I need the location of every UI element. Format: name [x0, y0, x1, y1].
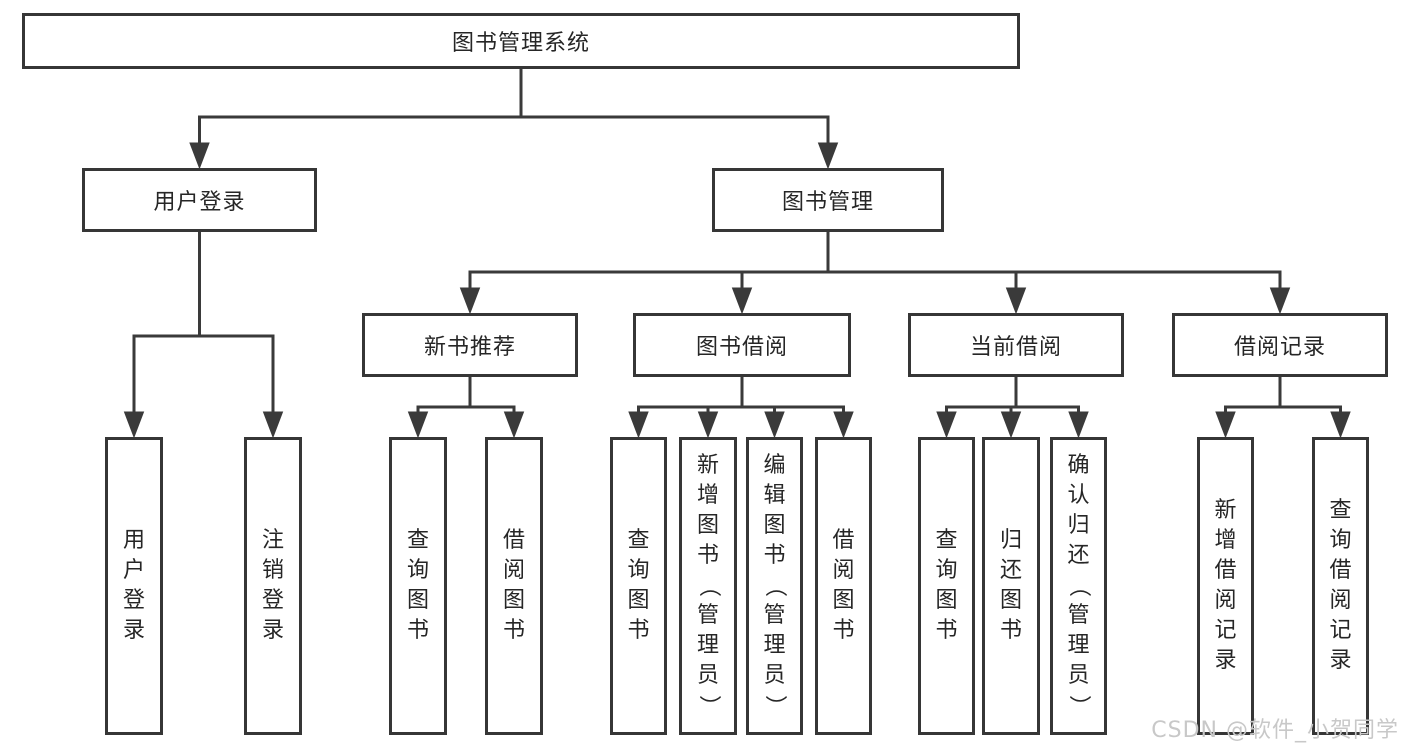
node-leaf-confirm-return: 确认归还（管理员）: [1050, 437, 1107, 735]
node-leaf-borrow-book: 借阅图书: [815, 437, 872, 735]
node-label: 借阅记录: [1233, 335, 1326, 360]
node-label: 编辑图书（管理员）: [762, 453, 788, 718]
node-leaf-return-book: 归还图书: [982, 437, 1040, 735]
node-leaf-query-book-new: 查询图书: [389, 437, 447, 735]
node-new-book-rec: 新书推荐: [362, 313, 578, 377]
node-book-borrow: 图书借阅: [633, 313, 851, 377]
node-label: 借阅图书: [832, 528, 855, 643]
node-label: 注销登录: [261, 528, 284, 643]
node-leaf-add-book-admin: 新增图书（管理员）: [679, 437, 737, 735]
node-label: 归还图书: [999, 528, 1022, 643]
node-book-mgmt: 图书管理: [712, 168, 944, 232]
node-label: 当前借阅: [969, 335, 1062, 360]
node-label: 查询图书: [627, 528, 650, 643]
node-leaf-add-borrow-rec: 新增借阅记录: [1197, 437, 1254, 735]
node-label: 用户登录: [122, 528, 145, 643]
node-leaf-edit-book-admin: 编辑图书（管理员）: [746, 437, 803, 735]
node-label: 图书管理系统: [451, 31, 590, 56]
node-label: 用户登录: [153, 190, 246, 215]
node-leaf-user-login: 用户登录: [105, 437, 163, 735]
node-label: 新书推荐: [423, 335, 516, 360]
node-label: 新增图书（管理员）: [695, 453, 721, 718]
node-label: 图书借阅: [695, 335, 788, 360]
node-leaf-query-borrow-rec: 查询借阅记录: [1312, 437, 1369, 735]
node-borrow-record: 借阅记录: [1172, 313, 1388, 377]
node-leaf-logout: 注销登录: [244, 437, 302, 735]
node-label: 借阅图书: [502, 528, 525, 643]
node-label: 查询图书: [935, 528, 958, 643]
node-user-login: 用户登录: [82, 168, 317, 232]
node-label: 确认归还（管理员）: [1066, 453, 1092, 718]
node-label: 新增借阅记录: [1214, 498, 1237, 673]
watermark: CSDN @软件_小贺同学: [1151, 718, 1399, 743]
node-leaf-query-book-borrow: 查询图书: [610, 437, 667, 735]
node-label: 图书管理: [781, 190, 874, 215]
node-current-borrow: 当前借阅: [908, 313, 1124, 377]
node-leaf-borrow-book-new: 借阅图书: [485, 437, 543, 735]
node-leaf-query-book-current: 查询图书: [918, 437, 975, 735]
node-label: 查询借阅记录: [1329, 498, 1352, 673]
node-label: 查询图书: [406, 528, 429, 643]
node-root: 图书管理系统: [22, 13, 1020, 69]
